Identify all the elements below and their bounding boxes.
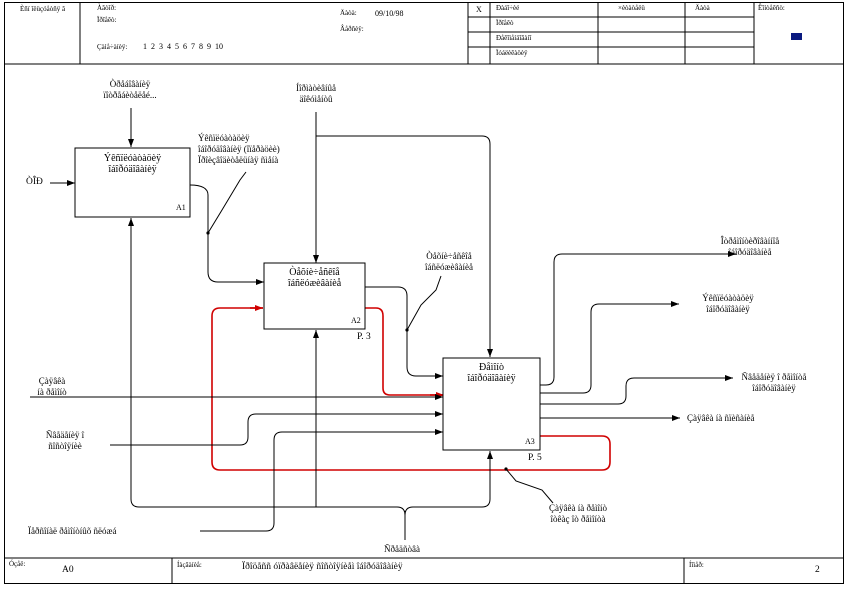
reader-date-label: Äàòà [695, 4, 710, 12]
label-out-r1-line1: Îòðåìîíòèðîâàííîå [720, 236, 780, 246]
status-publication: Ïóáëèêàöèÿ [496, 49, 528, 57]
activity-box-a3[interactable] [442, 357, 541, 451]
label-out-a2-line1: Òåõíè÷åñêîå [426, 251, 472, 261]
context-label: Êîíòåêñò: [758, 4, 785, 12]
label-ctrl-top-line1: Íîðìàòèâíûå [296, 83, 336, 93]
box-a2-title: Òåõíè÷åñêîå îáñëóæèâàíèå [264, 267, 365, 289]
label-out-a2: Òåõíè÷åñêîå îáñëóæèâàíèå [414, 251, 484, 273]
label-out-r3: Ñâåäåíèÿ î ðåìîíòå îáîðóäîâàíèÿ [726, 372, 822, 394]
box-a2-ref[interactable]: P. 3 [357, 332, 371, 342]
box-a3-title: Ðåìîíò îáîðóäîâàíèÿ [443, 362, 540, 384]
footer-number-value: 2 [815, 565, 820, 575]
header-grid [4, 2, 844, 65]
box-a3-ref[interactable]: P. 5 [528, 453, 542, 463]
header-author-label: Àâòîð: [97, 4, 117, 12]
label-out-r2: Ýêñïëóàòàöèÿ îáîðóäîâàíèÿ [680, 293, 776, 315]
status-recommended: Ðåêîìåíäîâàíî [496, 34, 532, 42]
activity-box-a2[interactable] [263, 262, 366, 330]
header-notes-label: Çàìå÷àíèÿ: [97, 43, 128, 51]
box-a1-number: A1 [176, 203, 186, 212]
header-used-at: Èñï îëüçóåòñÿ â [20, 5, 66, 13]
box-a2-number: A2 [351, 316, 361, 325]
footer-title-label: Íàçâàíèå: [177, 561, 202, 569]
label-bot-a3: Çàÿâêà íà ðåìîíò îòêàç îò ðåìîíòà [524, 503, 632, 525]
status-draft: Ïðîåêò [496, 19, 514, 27]
box-a2-line2: îáñëóæèâàíèå [287, 278, 342, 289]
label-out-a1: Ýêñïëóàòàöèÿ îáîðóäîâàíèÿ (îïåðàöèè) Ïðî… [198, 133, 318, 166]
reader-label: ×èòàòåëü [618, 4, 645, 12]
label-ctrl-a1: Òðåáîâàíèÿ ïîòðåáèòåëåé... [80, 79, 180, 101]
label-in-left2-line1: Ñâåäåíèÿ î [45, 430, 85, 440]
label-mech-left: Ïåðñîíàë ðåìîíòíûõ ñëóæá [28, 526, 117, 536]
label-ctrl-a1-line2: ïîòðåáèòåëåé... [103, 90, 157, 100]
label-out-r4: Çàÿâêà íà ñïèñàíèå [687, 413, 755, 423]
label-ctrl-top-line2: äîêóìåíòû [299, 94, 333, 104]
label-out-r1: Îòðåìîíòèðîâàííîå îáîðóäîâàíèå [718, 236, 782, 258]
box-a1-title: Ýêñïëóàòàöèÿ îáîðóäîâàíèÿ [75, 153, 190, 175]
box-a2-line1: Òåõíè÷åñêîå [289, 267, 340, 278]
label-input-a1: ÒÎÐ [26, 177, 43, 187]
label-out-r3-line1: Ñâåäåíèÿ î ðåìîíòå [741, 372, 807, 382]
box-a1-line2: îáîðóäîâàíèÿ [108, 164, 157, 175]
label-in-left2-line2: ñîñòîÿíèè [48, 441, 82, 451]
header-date-label: Äàòà: [340, 9, 357, 17]
footer-number-label: Íîìåð: [689, 561, 704, 569]
label-ctrl-a1-line1: Òðåáîâàíèÿ [109, 79, 151, 89]
diagram-frame [4, 2, 844, 584]
label-out-a2-line2: îáñëóæèâàíèå [425, 262, 473, 272]
label-out-r3-line2: îáîðóäîâàíèÿ [752, 383, 796, 393]
header-rev-label: Âåðñèÿ: [340, 25, 364, 33]
label-mech-bottom: Ñðåäñòâà [384, 544, 420, 554]
status-mark: X [476, 5, 482, 14]
label-out-r2-line1: Ýêñïëóàòàöèÿ [702, 293, 754, 303]
label-out-a1-line1: Ýêñïëóàòàöèÿ [198, 133, 250, 143]
label-in-left2: Ñâåäåíèÿ î ñîñòîÿíèè [22, 430, 108, 452]
footer-node-value: A0 [62, 565, 74, 575]
footer-grid [4, 557, 844, 584]
header-project-label: Ïðîåêò: [97, 16, 117, 24]
label-out-r1-line2: îáîðóäîâàíèå [728, 247, 772, 257]
box-a3-number: A3 [525, 437, 535, 446]
box-a3-line2: îáîðóäîâàíèÿ [467, 373, 516, 384]
feedback-loop-red [211, 307, 611, 471]
footer-node-label: Óçåë: [9, 560, 26, 568]
header-date-value: 09/10/98 [375, 9, 404, 18]
status-working: Ðàáî÷èé [496, 4, 520, 12]
footer-title-value: Ïðîöåññ óïðàâëåíèÿ ñîñòîÿíèåì îáîðóäîâàí… [242, 562, 403, 572]
label-in-left1-line2: íà ðåìîíò [37, 387, 67, 397]
label-bot-a3-line2: îòêàç îò ðåìîíòà [550, 514, 606, 524]
label-bot-a3-line1: Çàÿâêà íà ðåìîíò [549, 503, 607, 513]
label-out-r2-line2: îáîðóäîâàíèÿ [706, 304, 750, 314]
arrows [30, 108, 736, 540]
label-out-a1-line3: Ïðîèçâîäèòåëüíàÿ ñìåíà [198, 155, 279, 165]
label-ctrl-top: Íîðìàòèâíûå äîêóìåíòû [268, 83, 364, 105]
context-marker-icon [791, 33, 802, 40]
label-out-a1-line2: îáîðóäîâàíèÿ (îïåðàöèè) [198, 144, 280, 154]
header-notes-numbers: 1 2 3 4 5 6 7 8 9 10 [143, 42, 223, 51]
label-in-left1-line1: Çàÿâêà [38, 376, 66, 386]
box-a3-line1: Ðåìîíò [479, 362, 504, 373]
label-in-left1: Çàÿâêà íà ðåìîíò [18, 376, 86, 398]
box-a1-line1: Ýêñïëóàòàöèÿ [103, 153, 162, 164]
activity-box-a1[interactable] [74, 147, 191, 218]
